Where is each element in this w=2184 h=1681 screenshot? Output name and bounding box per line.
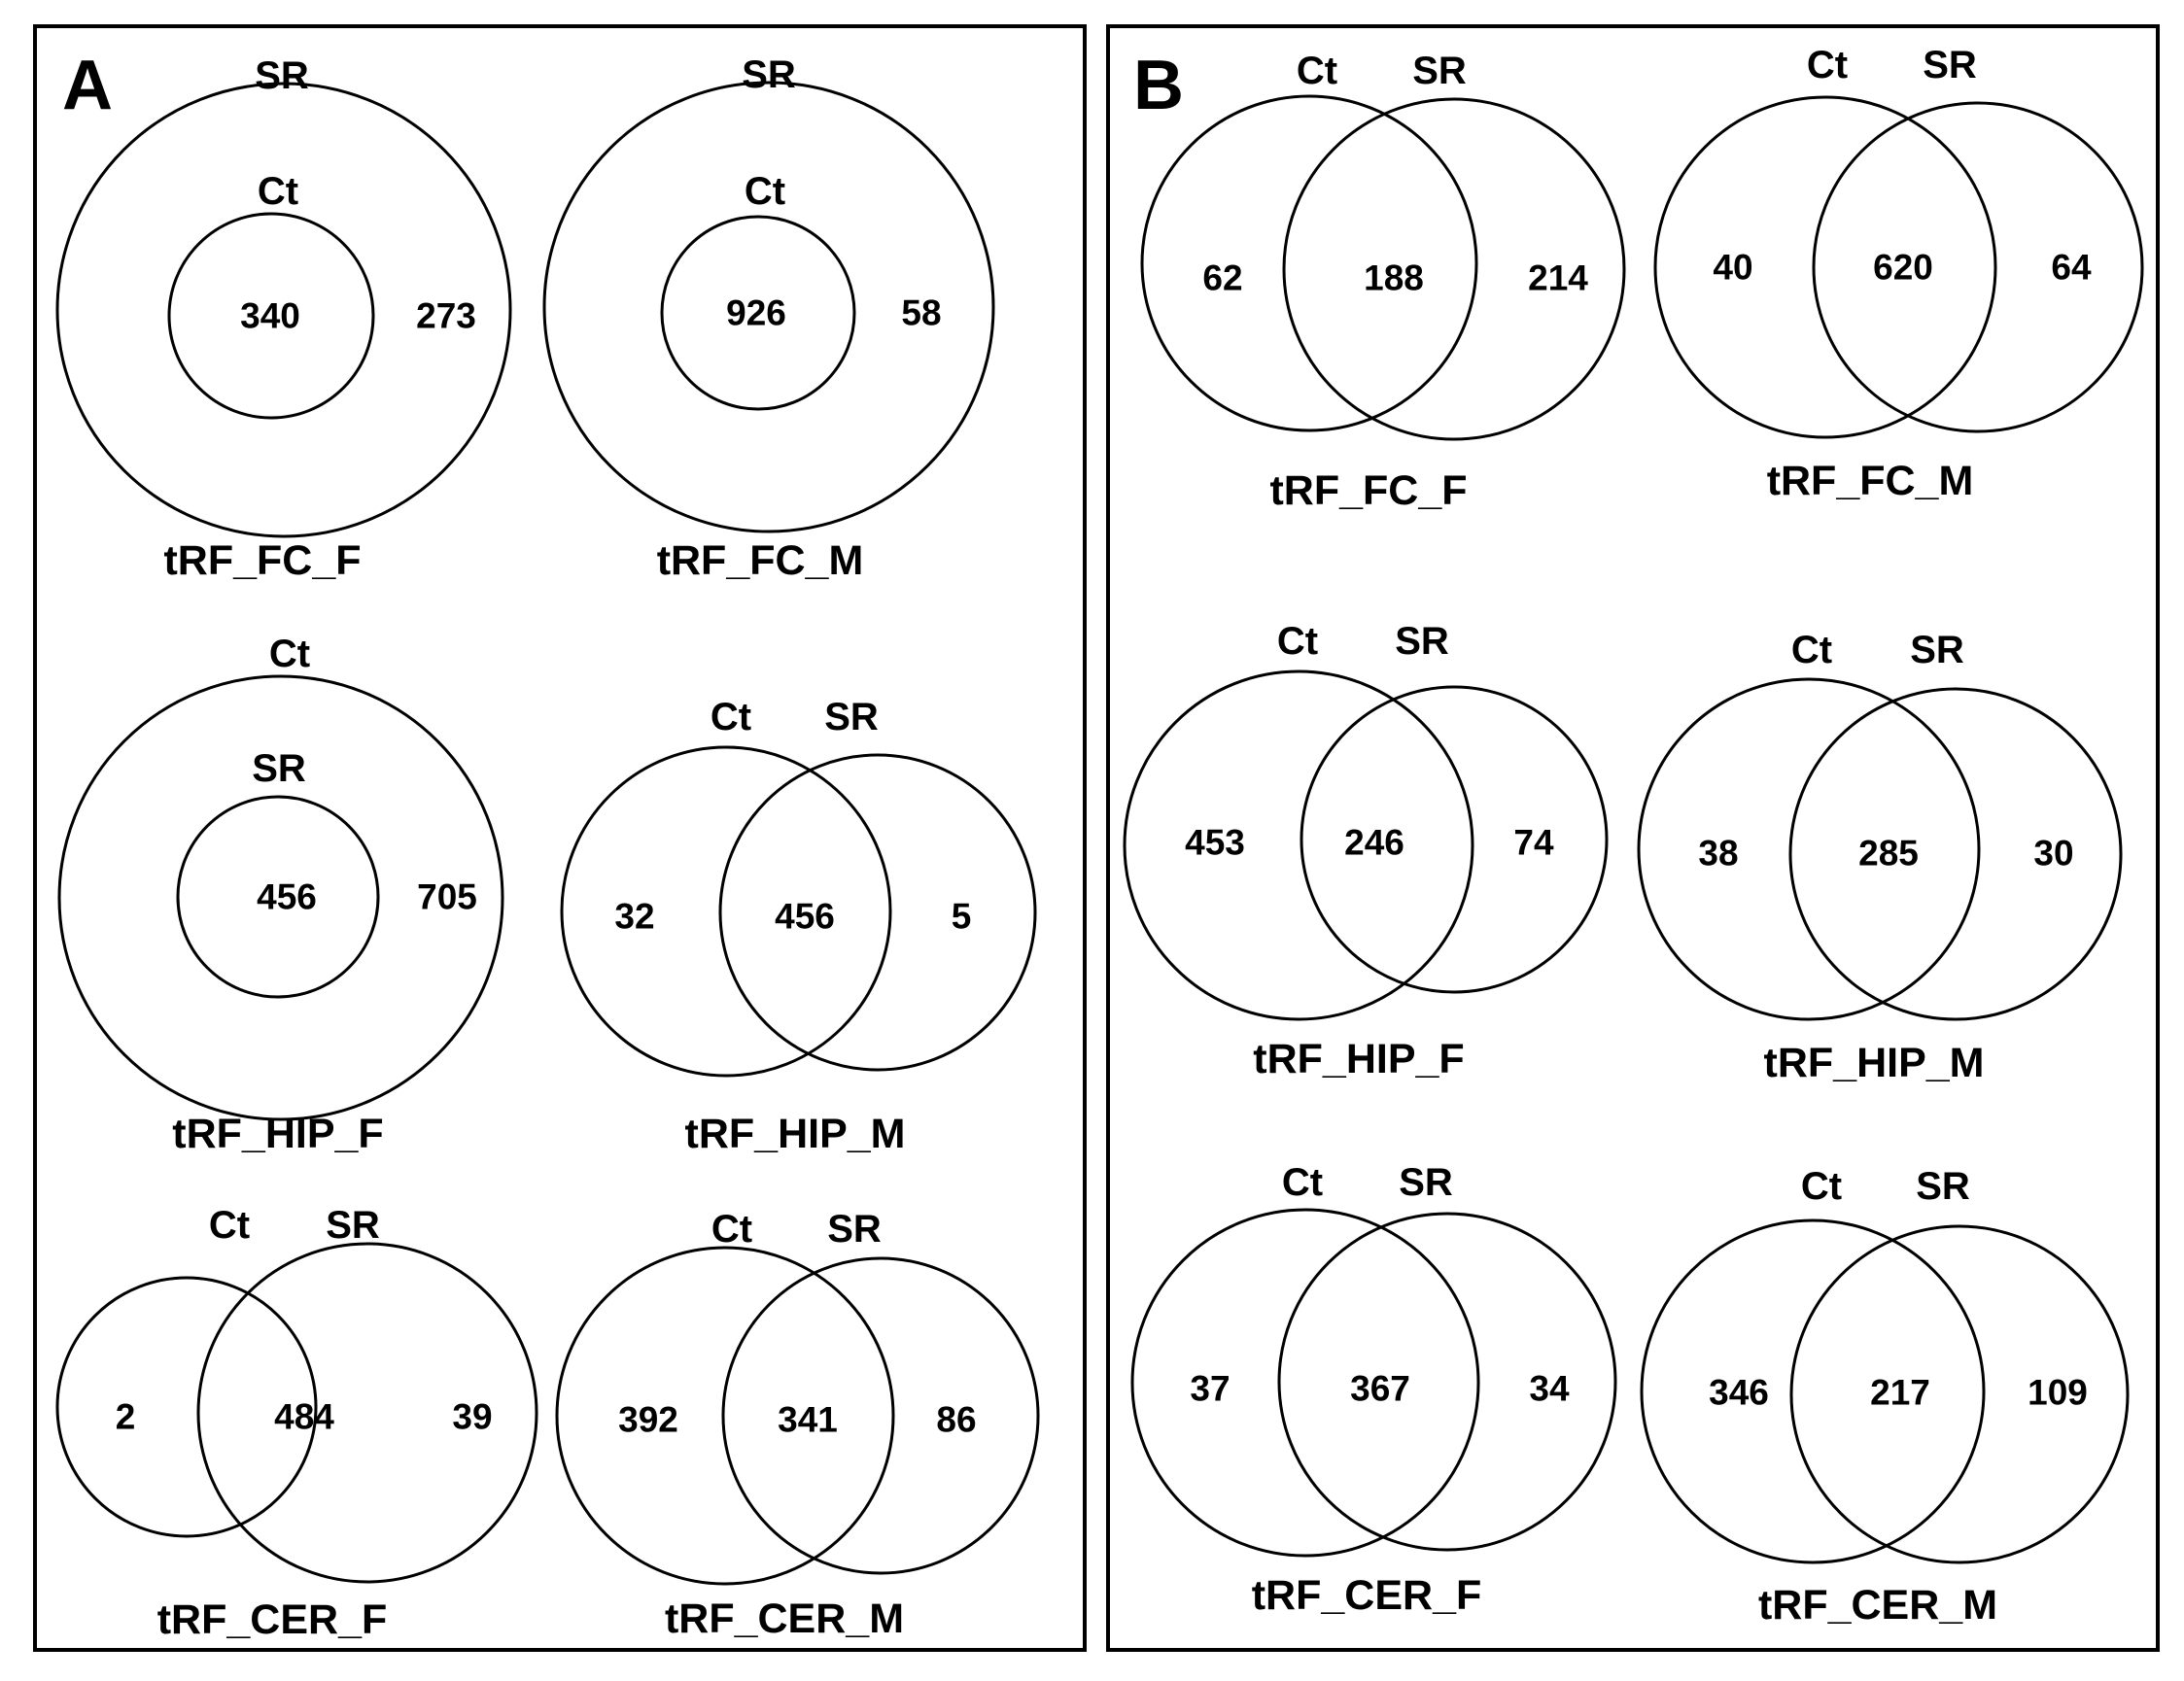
inner-count: 340 [240,296,300,336]
left-only-count: 453 [1185,823,1245,863]
left-set-label: Ct [711,696,751,738]
inner-set-circle [167,212,375,420]
right-set-circle [196,1242,538,1584]
left-set-circle [1637,677,1981,1021]
left-only-count: 32 [614,897,654,937]
right-only-count: 30 [2033,834,2073,874]
diagram-title: tRF_FC_M [657,537,864,584]
left-only-count: 346 [1709,1373,1769,1413]
outer-set-circle [542,81,995,533]
right-set-circle [1788,687,2123,1021]
diagram-title: tRF_HIP_F [1253,1036,1464,1082]
overlap-count: 246 [1344,823,1404,863]
right-set-circle [1812,101,2144,433]
right-set-circle [1282,97,1626,441]
outer-set-circle [55,82,512,538]
outer-set-circle [57,674,504,1121]
diagram-title: tRF_CER_F [157,1596,388,1643]
panel-a-letter: A [62,47,113,124]
left-only-count: 37 [1190,1369,1230,1409]
left-only-count: 392 [618,1400,678,1440]
inner-set-circle [660,215,856,411]
diagram-title: tRF_FC_M [1767,458,1974,504]
right-set-circle [721,1256,1040,1575]
overlap-count: 341 [778,1400,838,1440]
overlap-count: 484 [274,1397,334,1437]
left-set-circle [560,745,892,1078]
left-set-circle [1140,94,1478,432]
outer-set-label: SR [742,53,796,96]
left-set-label: Ct [1807,44,1848,86]
right-only-count: 74 [1513,823,1554,863]
right-set-circle [1300,685,1609,994]
inner-count: 926 [726,293,786,333]
inner-set-label: SR [252,747,306,790]
left-only-count: 38 [1698,834,1738,874]
right-set-label: SR [1395,620,1449,663]
left-set-label: Ct [711,1208,752,1251]
left-set-label: Ct [1282,1161,1323,1204]
overlap-count: 217 [1870,1373,1930,1413]
left-set-label: Ct [209,1204,250,1247]
left-set-circle [1130,1208,1480,1558]
right-set-circle [1277,1212,1617,1552]
outer-set-label: Ct [269,633,310,675]
outer-set-label: SR [255,54,309,97]
inner-set-label: Ct [745,170,785,213]
left-set-label: Ct [1277,620,1318,663]
outer-only-count: 705 [417,877,477,917]
right-set-label: SR [824,696,879,738]
right-only-count: 39 [452,1397,492,1437]
right-set-circle [1789,1224,2130,1564]
right-only-count: 86 [936,1400,976,1440]
left-set-label: Ct [1791,629,1832,671]
diagram-title: tRF_CER_F [1252,1572,1482,1619]
right-set-label: SR [1923,44,1977,86]
overlap-count: 620 [1873,248,1933,288]
left-set-circle [1653,95,1997,439]
right-set-label: SR [827,1208,882,1251]
right-set-label: SR [1412,50,1467,92]
inner-count: 456 [257,877,317,917]
diagram-title: tRF_HIP_M [685,1111,906,1157]
right-set-label: SR [1910,629,1964,671]
overlap-count: 367 [1350,1369,1410,1409]
left-set-circle [1640,1218,1986,1564]
left-set-label: Ct [1297,50,1337,92]
diagram-title: tRF_HIP_M [1764,1040,1985,1086]
overlap-count: 285 [1858,834,1919,874]
outer-only-count: 273 [416,296,476,336]
diagram-title: tRF_FC_F [1269,467,1467,514]
diagram-title: tRF_FC_F [163,537,361,584]
left-only-count: 62 [1202,258,1242,298]
left-only-count: 40 [1713,248,1752,288]
right-only-count: 34 [1529,1369,1570,1409]
diagram-title: tRF_CER_M [1758,1582,1997,1629]
overlap-count: 188 [1364,258,1424,298]
panel-b-letter: B [1133,47,1184,124]
left-set-circle [1123,669,1474,1021]
left-set-circle [555,1246,895,1586]
right-set-label: SR [326,1204,380,1247]
outer-only-count: 58 [901,293,941,333]
diagram-title: tRF_HIP_F [172,1111,383,1157]
diagram-title: tRF_CER_M [665,1595,904,1642]
right-only-count: 5 [952,897,972,937]
right-only-count: 64 [2051,248,2092,288]
right-set-label: SR [1916,1165,1970,1208]
panel-a-frame [33,24,1087,1652]
right-only-count: 214 [1528,258,1588,298]
left-set-label: Ct [1801,1165,1842,1208]
inner-set-label: Ct [258,170,298,213]
right-set-circle [718,753,1037,1072]
inner-set-circle [176,795,380,999]
overlap-count: 456 [775,897,835,937]
right-set-label: SR [1399,1161,1453,1204]
right-only-count: 109 [2028,1373,2088,1413]
left-only-count: 2 [116,1397,136,1437]
left-set-circle [55,1276,318,1538]
panel-b-frame [1106,24,2160,1652]
